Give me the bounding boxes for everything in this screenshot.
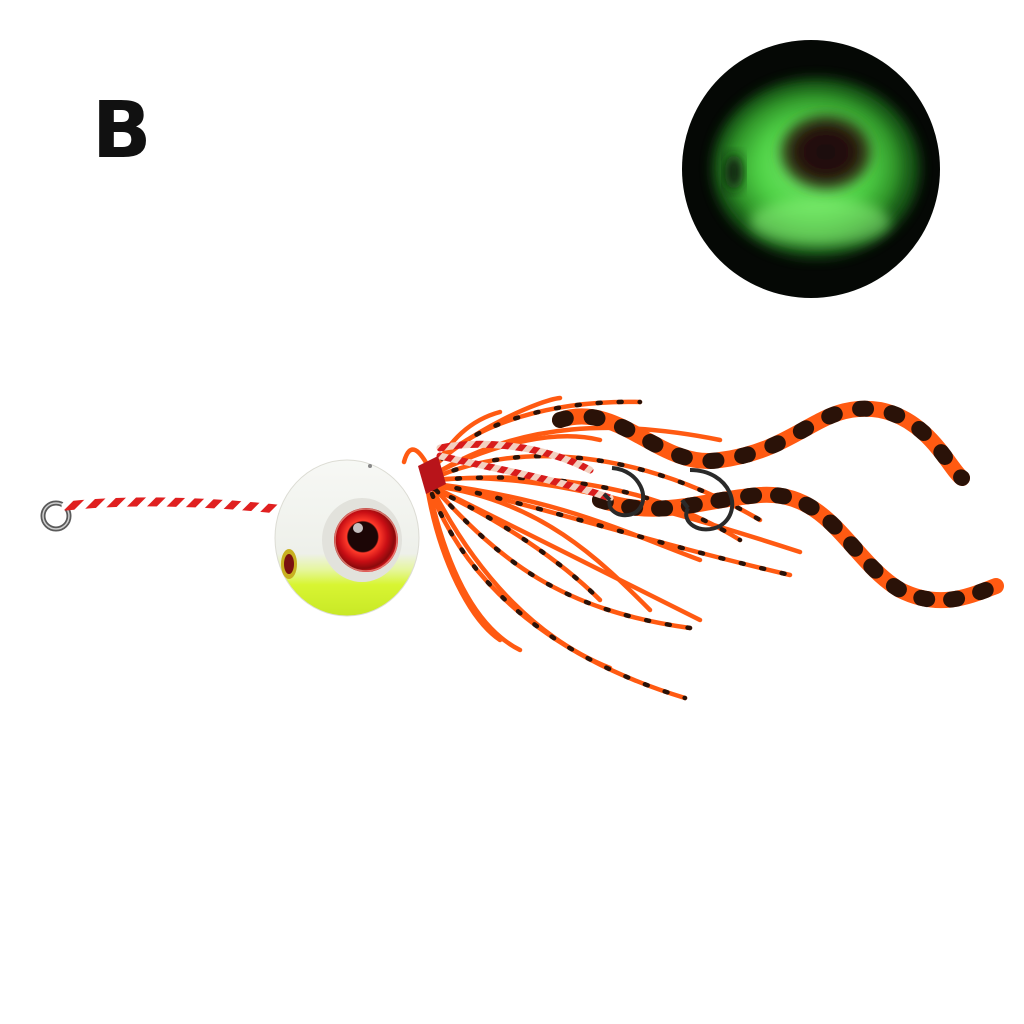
head-collar — [418, 456, 446, 494]
lure-head — [274, 459, 420, 617]
variant-label: B — [92, 86, 152, 176]
glow-in-dark-inset-icon — [682, 40, 940, 298]
silicone-skirt — [401, 395, 1004, 701]
glowing-eye — [780, 114, 872, 190]
red-eye — [334, 508, 398, 572]
assist-hooks — [436, 440, 735, 532]
leader-line — [40, 497, 290, 532]
